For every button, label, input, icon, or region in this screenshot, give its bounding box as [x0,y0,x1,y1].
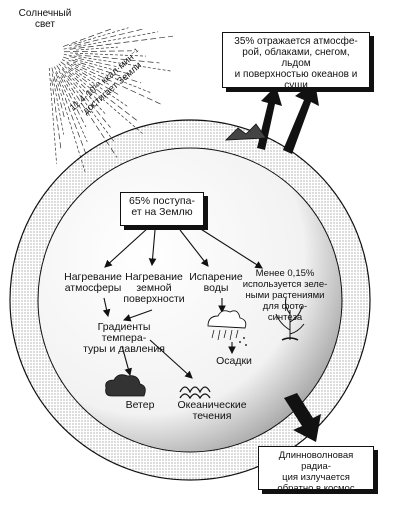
sun-ray [54,66,88,142]
sun-ray [60,61,137,121]
sun-ray [63,56,142,84]
sun-ray [58,63,106,114]
outcome-wind: Ветер [125,399,155,411]
process-heating-surface: Нагревание земной поверхности [123,271,185,305]
sun-ray [60,76,87,128]
sun-ray [51,73,65,135]
flow-arrows [102,225,263,379]
sun-rays [48,27,174,173]
sun-ray [69,56,117,67]
sun-ray [68,27,129,46]
sun-ray [75,46,118,51]
sun-ray [67,71,99,101]
sun-ray [51,79,62,150]
sun-ray [63,31,159,50]
sun-ray [61,59,110,86]
cloud-rain-icon [207,310,247,346]
mountain-icon [224,123,267,141]
plant-icon [275,297,305,341]
sun-ray [61,68,111,128]
longwave-radiation-box: Длинноволновая радиа- ция излучается обр… [258,446,374,494]
sun-ray [64,66,144,135]
gradients-label: Градиенты темпера- туры и давления [83,321,165,355]
sun-ray [58,70,84,113]
sun-ray [66,63,121,96]
outcome-ocean-currents: Океанические течения [177,399,247,422]
sun-ray [68,59,153,94]
process-evaporation: Испарение воды [189,271,243,294]
sun-ray [75,54,160,64]
sun-ray [69,35,174,50]
outcome-precipitation: Осадки [216,355,252,367]
sun-ray [73,63,163,106]
sun-ray [75,28,144,46]
sun-ray [70,67,130,108]
sun-ray [62,27,114,47]
process-heating-atmosphere: Нагревание атмосферы [64,271,122,294]
sun-ray [55,72,88,158]
wind-cloud-icon [105,374,146,397]
reflected-energy-box: 35% отражается атмосфе- рой, облаками, с… [222,32,370,91]
longwave-arrow [284,393,321,442]
reflected-arrows [257,82,319,154]
sun-ray [64,74,115,143]
absorbed-energy-box: 65% поступа- ет на Землю [120,192,204,226]
sun-ray [63,50,132,53]
sun-ray [74,59,130,75]
sun-ray [69,52,146,57]
earth-globe [37,147,343,453]
sun-ray [63,54,173,72]
waves-icon [179,386,211,400]
sun-ray [51,67,66,121]
sun-ray [48,67,57,164]
sun-label: Солнечный свет [18,8,72,30]
process-photosynthesis: Менее 0,15% используется зеле- ными раст… [242,268,328,323]
